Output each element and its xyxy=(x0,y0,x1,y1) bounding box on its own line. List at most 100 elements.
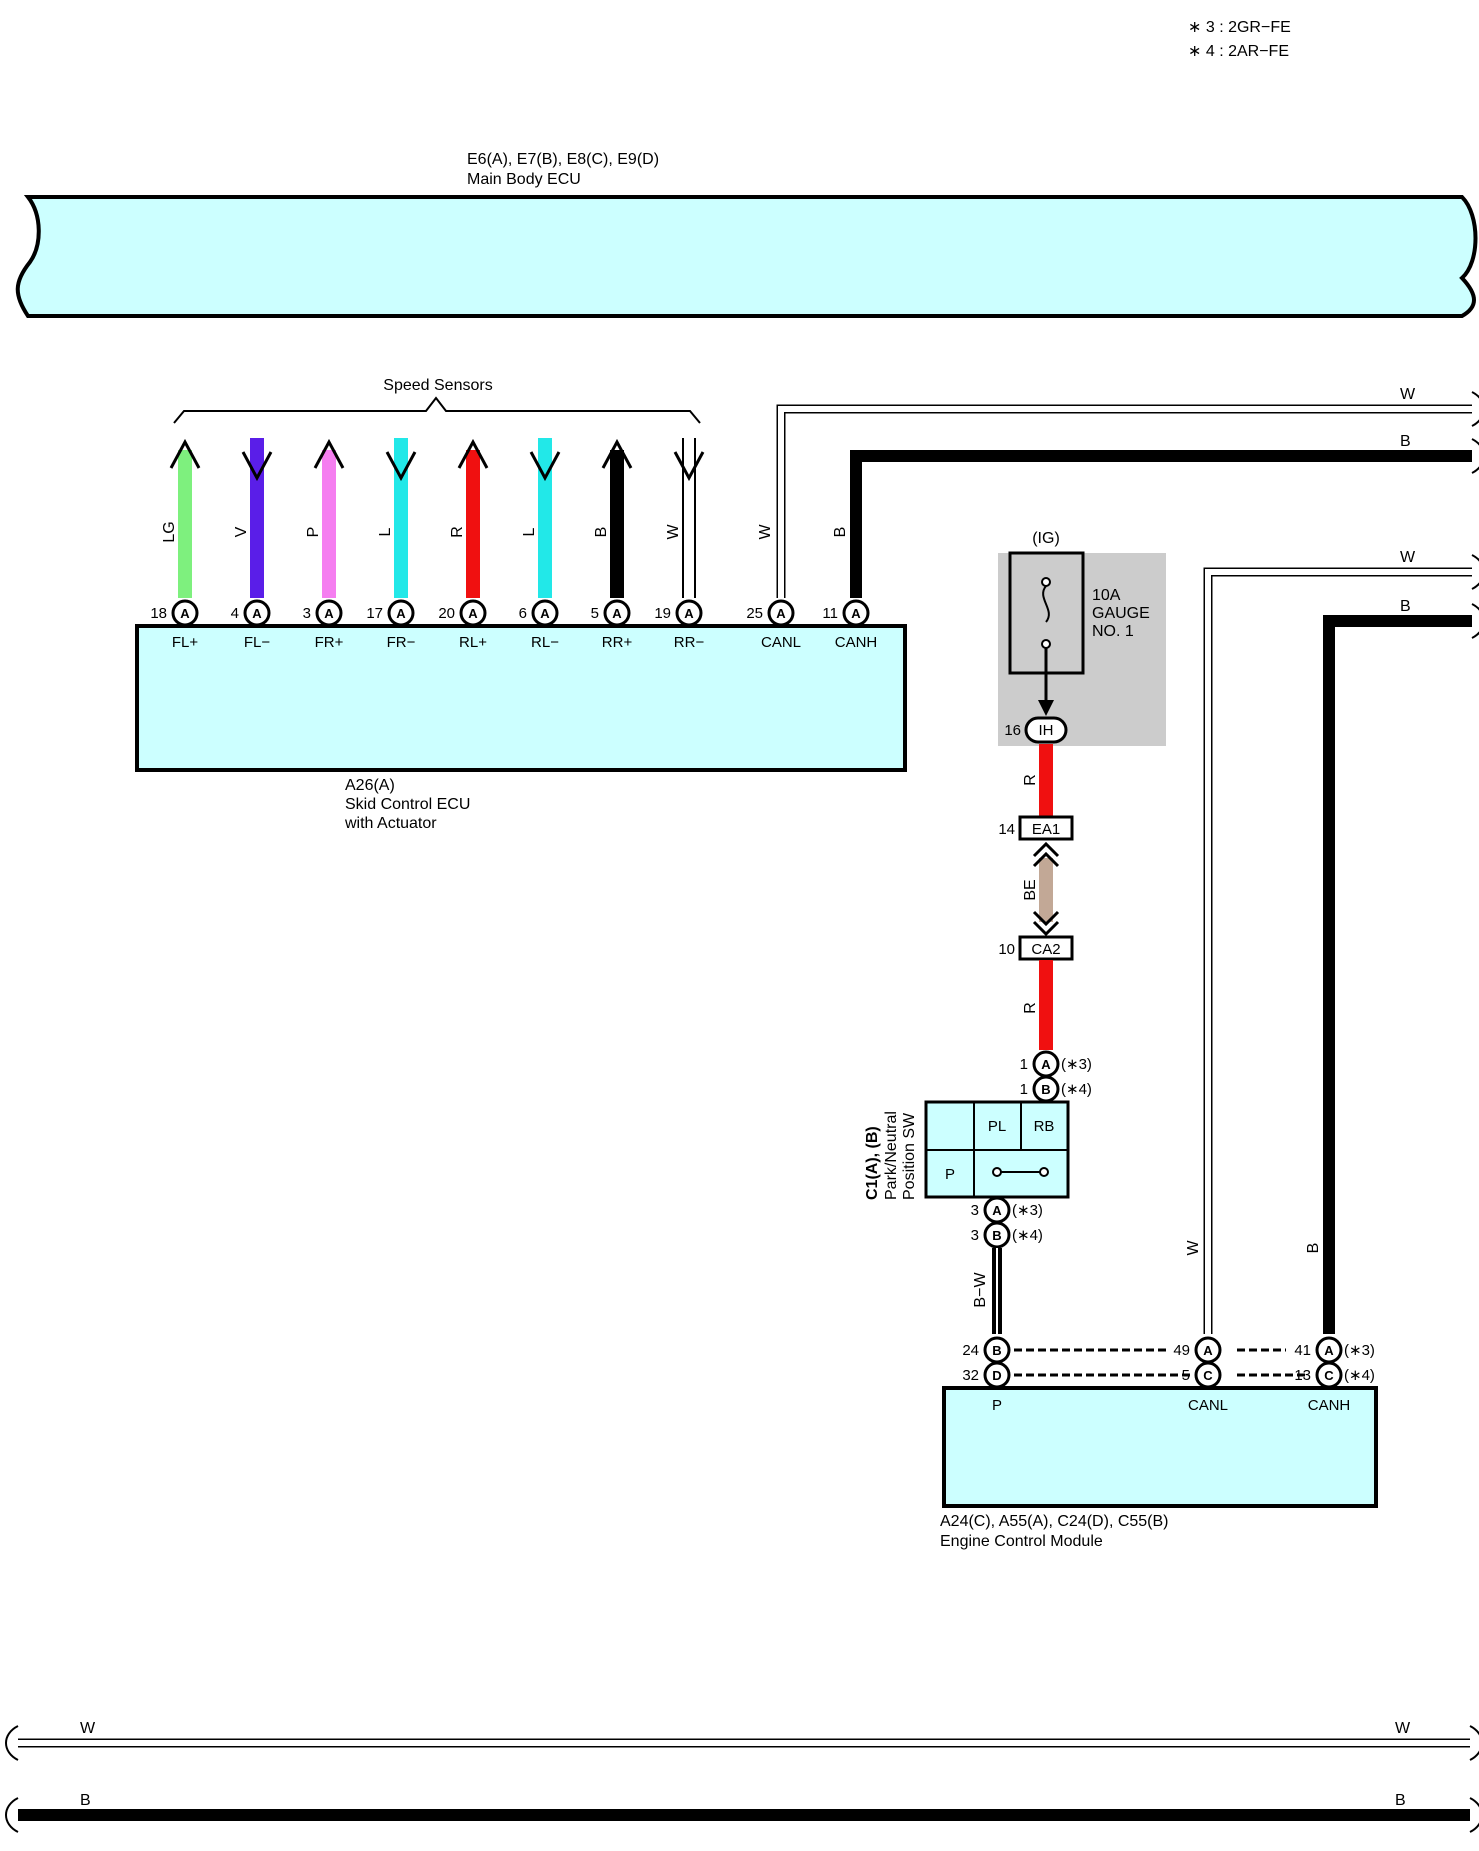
ecm-name: Engine Control Module xyxy=(940,1533,1103,1550)
wire-b-w-code: B−W xyxy=(972,1272,989,1308)
skid-ecu-name-1: Skid Control ECU xyxy=(345,796,470,813)
can-w-wire-lower xyxy=(1203,567,1472,1334)
svg-text:(∗4): (∗4) xyxy=(1061,1081,1092,1098)
pnp-pin-in-b: B 1 (∗4) xyxy=(1020,1075,1092,1103)
svg-text:A: A xyxy=(324,606,334,621)
pin-rl-minus: A 6 RL− xyxy=(519,599,559,651)
engine-control-module-box xyxy=(942,1386,1378,1508)
svg-text:IH: IH xyxy=(1039,722,1054,739)
ecm-pin-canl-1: A 49 xyxy=(1173,1336,1222,1364)
svg-text:RB: RB xyxy=(1034,1118,1055,1135)
svg-text:A: A xyxy=(1203,1343,1213,1358)
svg-text:C: C xyxy=(1324,1368,1334,1383)
skid-control-ecu-box xyxy=(135,624,907,772)
pin-ih: IH 16 xyxy=(1004,716,1068,744)
svg-text:A: A xyxy=(180,606,190,621)
svg-text:6: 6 xyxy=(519,605,527,622)
svg-text:18: 18 xyxy=(150,605,167,622)
svg-text:A: A xyxy=(540,606,550,621)
svg-text:10: 10 xyxy=(998,941,1015,958)
svg-text:41: 41 xyxy=(1294,1342,1311,1359)
can-b-wire-lower xyxy=(1323,615,1472,1334)
svg-text:16: 16 xyxy=(1004,722,1021,739)
pin-rr-plus: A 5 RR+ xyxy=(591,599,632,651)
ecm-pin-canh-1: A 41 (∗3) xyxy=(1294,1336,1375,1364)
upper-w-label: W xyxy=(1400,386,1416,403)
wire-r-lower-code: R xyxy=(1022,1002,1039,1014)
svg-text:A: A xyxy=(992,1203,1002,1218)
fuse-icon xyxy=(1041,577,1051,649)
pnp-name-1: Park/Neutral xyxy=(883,1111,900,1200)
connector-ca2: CA2 10 xyxy=(998,935,1074,961)
bottom-w-label-right: W xyxy=(1395,1720,1411,1737)
upper-b-label: B xyxy=(1400,433,1411,450)
svg-text:CA2: CA2 xyxy=(1031,941,1060,958)
svg-text:FL+: FL+ xyxy=(172,634,199,651)
wire-be-code: BE xyxy=(1022,879,1039,900)
svg-text:4: 4 xyxy=(231,605,239,622)
svg-text:20: 20 xyxy=(438,605,455,622)
wire-code-b: B xyxy=(593,527,610,538)
svg-text:A: A xyxy=(396,606,406,621)
fuse-rating: 10A xyxy=(1092,587,1121,604)
svg-text:CANH: CANH xyxy=(835,634,878,651)
note-2gr: ∗ 3 : 2GR−FE xyxy=(1188,19,1291,36)
wire-code-w: W xyxy=(665,524,682,540)
svg-text:A: A xyxy=(1041,1057,1051,1072)
svg-text:C: C xyxy=(1203,1368,1213,1383)
svg-text:(∗3): (∗3) xyxy=(1012,1202,1043,1219)
ecm-pin-canh-2: C 13 (∗4) xyxy=(1294,1361,1375,1389)
svg-text:B: B xyxy=(992,1343,1001,1358)
ecm-pin-canl-2: C 5 xyxy=(1182,1361,1222,1389)
svg-text:1: 1 xyxy=(1020,1081,1028,1098)
pin-fl-plus: A 18 FL+ xyxy=(150,599,199,651)
wire-code-p: P xyxy=(305,527,322,538)
ig-supply-label: (IG) xyxy=(1032,530,1060,547)
svg-text:11: 11 xyxy=(822,605,838,622)
wire-code-v: V xyxy=(233,526,250,537)
ecm-code: A24(C), A55(A), C24(D), C55(B) xyxy=(940,1513,1169,1530)
svg-text:25: 25 xyxy=(746,605,763,622)
fuse-name-2: NO. 1 xyxy=(1092,623,1134,640)
main-body-ecu-name: Main Body ECU xyxy=(467,171,581,188)
ecm-terminal-canl: CANL xyxy=(1188,1397,1228,1414)
svg-text:FR+: FR+ xyxy=(315,634,344,651)
note-2ar: ∗ 4 : 2AR−FE xyxy=(1188,43,1289,60)
bottom-w-label-left: W xyxy=(80,1720,96,1737)
svg-text:(∗3): (∗3) xyxy=(1061,1056,1092,1073)
svg-text:19: 19 xyxy=(654,605,671,622)
svg-text:(∗3): (∗3) xyxy=(1344,1342,1375,1359)
ecm-pin-p-1: B 24 xyxy=(962,1336,1011,1364)
svg-text:A: A xyxy=(684,606,694,621)
bottom-b-label-left: B xyxy=(80,1792,91,1809)
pin-fr-plus: A 3 FR+ xyxy=(303,599,344,651)
main-body-ecu-box xyxy=(15,195,1478,318)
pnp-pin-in-a: A 1 (∗3) xyxy=(1020,1050,1092,1078)
svg-text:3: 3 xyxy=(971,1227,979,1244)
svg-text:RR−: RR− xyxy=(674,634,705,651)
pin-fl-minus: A 4 FL− xyxy=(231,599,271,651)
speed-sensor-wires xyxy=(169,436,705,598)
svg-text:32: 32 xyxy=(962,1367,979,1384)
ecm-pin-p-2: D 32 xyxy=(962,1361,1011,1389)
fuse-name-1: GAUGE xyxy=(1092,605,1150,622)
svg-text:RL+: RL+ xyxy=(459,634,487,651)
svg-text:3: 3 xyxy=(971,1202,979,1219)
skid-ecu-code: A26(A) xyxy=(345,777,395,794)
svg-text:CANL: CANL xyxy=(761,634,801,651)
svg-text:A: A xyxy=(612,606,622,621)
svg-text:17: 17 xyxy=(366,605,383,622)
svg-text:A: A xyxy=(776,606,786,621)
canl-wire-code: W xyxy=(757,524,774,540)
fuse-arrow-icon xyxy=(1038,700,1054,716)
bottom-b-label-right: B xyxy=(1395,1792,1406,1809)
svg-text:A: A xyxy=(252,606,262,621)
can-b-wire-upper xyxy=(850,450,1472,598)
svg-text:14: 14 xyxy=(998,821,1015,838)
ecm-canh-wire-code: B xyxy=(1305,1243,1322,1254)
svg-text:3: 3 xyxy=(303,605,311,622)
svg-text:5: 5 xyxy=(1182,1367,1190,1384)
svg-text:B: B xyxy=(1041,1082,1050,1097)
svg-text:EA1: EA1 xyxy=(1032,821,1060,838)
wire-code-r: R xyxy=(449,526,466,538)
